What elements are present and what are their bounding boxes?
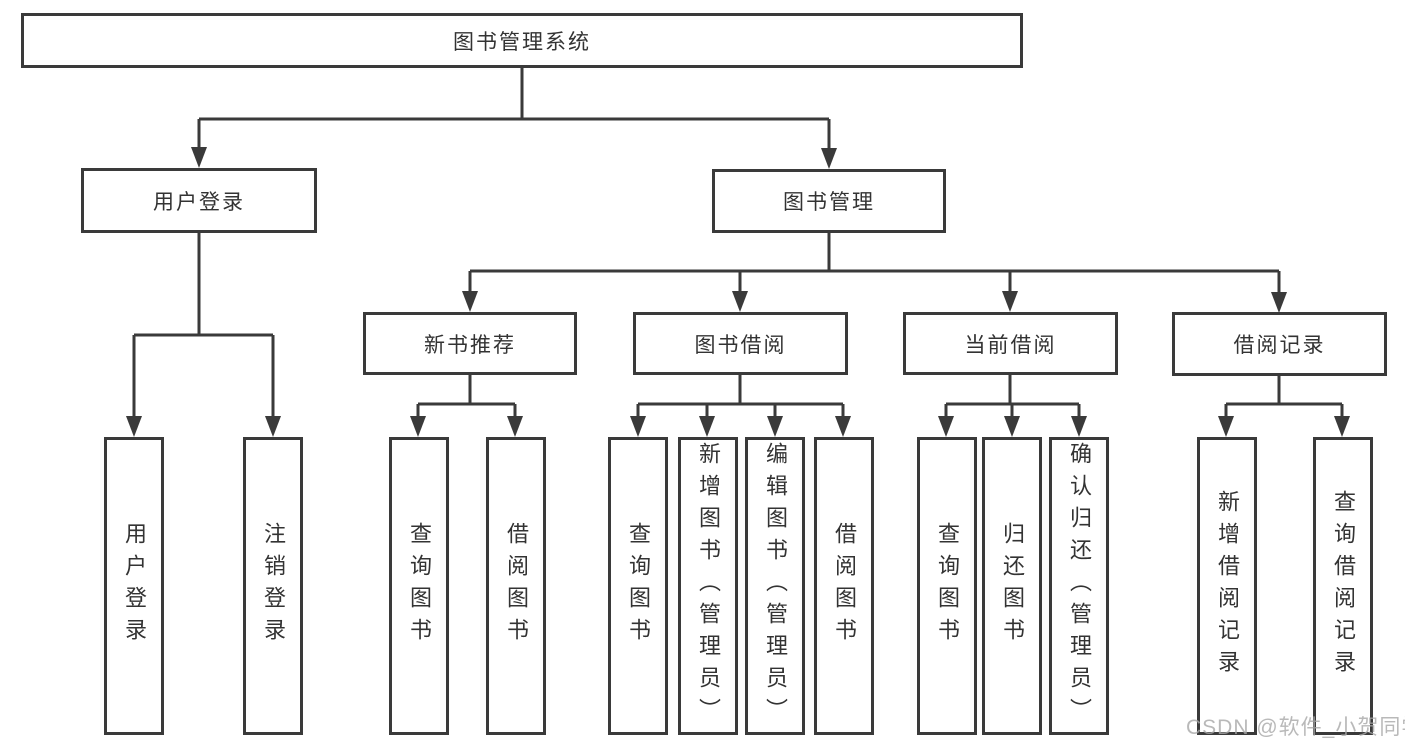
node-book-borrowing: 图书借阅: [633, 312, 848, 375]
leaf-label: 编辑图书（管理员）: [763, 442, 788, 730]
node-label: 借阅记录: [1233, 334, 1326, 357]
csdn-watermark: CSDN @软件_小贺同学: [1186, 716, 1405, 739]
leaf-add-book-admin: 新增图书（管理员）: [678, 437, 738, 735]
leaf-borrow-book: 借阅图书: [814, 437, 874, 735]
leaf-label: 确认归还（管理员）: [1067, 442, 1092, 730]
leaf-label: 查询图书: [626, 522, 651, 650]
leaf-add-borrow-record: 新增借阅记录: [1197, 437, 1257, 735]
leaf-label: 查询借阅记录: [1331, 490, 1356, 682]
leaf-label: 借阅图书: [832, 522, 857, 650]
leaf-confirm-return-admin: 确认归还（管理员）: [1049, 437, 1109, 735]
leaf-query-book-borrowing: 查询图书: [608, 437, 668, 735]
node-label: 图书管理: [783, 191, 875, 214]
node-root-system: 图书管理系统: [21, 13, 1023, 68]
leaf-query-borrow-record: 查询借阅记录: [1313, 437, 1373, 735]
leaf-label: 新增图书（管理员）: [696, 442, 721, 730]
leaf-label: 新增借阅记录: [1215, 490, 1240, 682]
node-current-borrowing: 当前借阅: [903, 312, 1118, 375]
node-label: 用户登录: [153, 190, 245, 214]
leaf-return-book: 归还图书: [982, 437, 1042, 735]
leaf-label: 注销登录: [261, 522, 286, 650]
leaf-query-book-recommend: 查询图书: [389, 437, 449, 735]
node-label: 新书推荐: [424, 333, 516, 357]
leaf-label: 查询图书: [935, 522, 960, 650]
node-book-management-branch: 图书管理: [712, 169, 946, 233]
leaf-label: 归还图书: [1000, 522, 1025, 650]
leaf-borrow-book-recommend: 借阅图书: [486, 437, 546, 735]
node-new-book-recommend: 新书推荐: [363, 312, 577, 375]
arrow-down-icons: [126, 147, 1350, 437]
node-user-login-branch: 用户登录: [81, 168, 317, 233]
node-label: 当前借阅: [964, 333, 1057, 357]
leaf-user-login: 用户登录: [104, 437, 164, 735]
leaf-label: 查询图书: [407, 522, 432, 650]
node-label: 图书借阅: [694, 333, 787, 357]
leaf-label: 用户登录: [122, 522, 147, 650]
leaf-logout-login: 注销登录: [243, 437, 303, 735]
leaf-query-book-current: 查询图书: [917, 437, 977, 735]
leaf-label: 借阅图书: [504, 522, 529, 650]
node-borrowing-records: 借阅记录: [1172, 312, 1387, 376]
leaf-edit-book-admin: 编辑图书（管理员）: [745, 437, 805, 735]
tree-edges: [132, 68, 1344, 421]
node-label: 图书管理系统: [453, 30, 591, 54]
